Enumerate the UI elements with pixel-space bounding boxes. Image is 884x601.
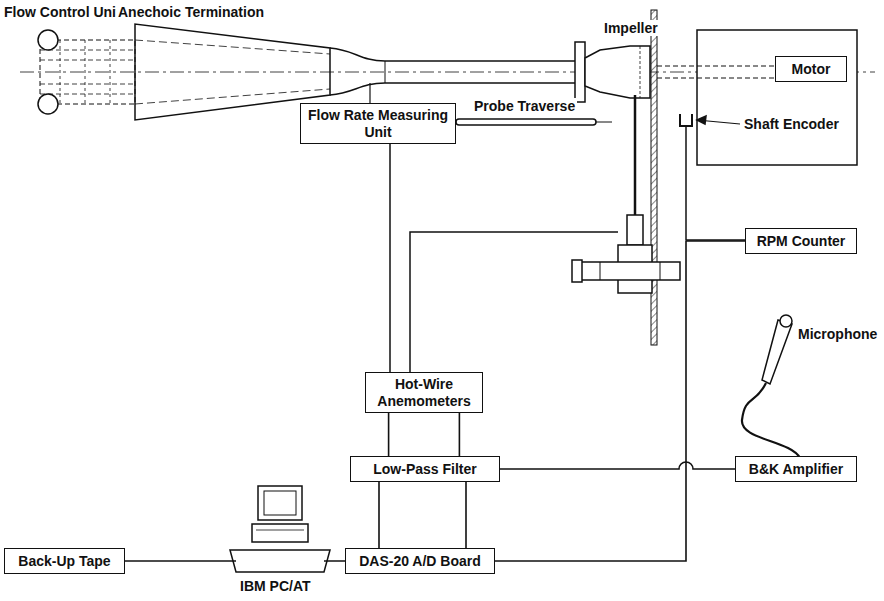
impeller-label: Impeller bbox=[602, 20, 660, 36]
amplifier-box: B&K Amplifier bbox=[735, 456, 857, 482]
signal-wire bbox=[379, 482, 466, 548]
box-text: Back-Up Tape bbox=[18, 553, 110, 569]
box-text: RPM Counter bbox=[757, 233, 846, 249]
microphone-label: Microphone bbox=[796, 326, 879, 342]
motor-housing bbox=[697, 30, 857, 165]
mounting-wall bbox=[651, 10, 657, 345]
tape-box: Back-Up Tape bbox=[4, 548, 125, 574]
box-text: Motor bbox=[792, 61, 831, 77]
signal-wire bbox=[495, 241, 745, 561]
flow-control-unit bbox=[38, 30, 135, 114]
box-text: Low-Pass Filter bbox=[373, 461, 476, 477]
shaft bbox=[657, 66, 775, 67]
shaft bbox=[657, 78, 775, 79]
counter-box: RPM Counter bbox=[745, 228, 857, 254]
computer-label: IBM PC/AT bbox=[238, 578, 313, 594]
anemometer-box: Hot-Wire Anemometers bbox=[365, 372, 483, 413]
termination-label: Anechoic Termination bbox=[116, 4, 266, 20]
unit-label: Flow Control Unit bbox=[2, 4, 123, 20]
encoder-label: Shaft Encoder bbox=[742, 116, 841, 132]
box-text: Flow Rate Measuring Unit bbox=[301, 107, 455, 139]
signal-wire bbox=[389, 413, 460, 456]
microphone bbox=[742, 315, 800, 458]
filter-box: Low-Pass Filter bbox=[350, 456, 500, 482]
impeller bbox=[575, 42, 650, 102]
box-text: Hot-Wire Anemometers bbox=[366, 376, 482, 408]
box-text: DAS-20 A/D Board bbox=[359, 553, 481, 569]
shaft-encoder bbox=[680, 114, 745, 240]
box-text: B&K Amplifier bbox=[749, 461, 843, 477]
probe-traverse bbox=[390, 119, 612, 372]
converter-box: DAS-20 A/D Board bbox=[345, 548, 495, 574]
signal-wire bbox=[500, 462, 735, 469]
measuring-unit-box: Flow Rate Measuring Unit bbox=[300, 103, 456, 144]
pc-computer bbox=[125, 486, 345, 572]
probe-label: Probe Traverse bbox=[472, 98, 577, 114]
motor-box: Motor bbox=[775, 56, 847, 82]
